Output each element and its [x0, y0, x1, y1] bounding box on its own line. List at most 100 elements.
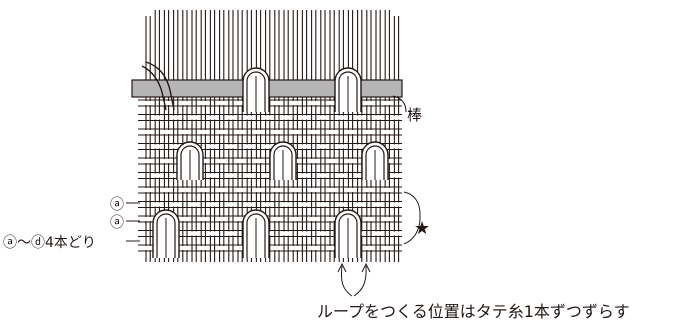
arrow-shaft	[353, 265, 367, 297]
weft-cover	[365, 130, 372, 134]
weft-cover	[338, 173, 345, 178]
weft-cover	[301, 202, 308, 207]
weft-cover	[292, 188, 299, 192]
weft-cover	[375, 231, 382, 236]
weft-cover	[393, 144, 400, 149]
weft-cover	[145, 159, 152, 163]
weft-cover	[301, 231, 308, 236]
weft-cover	[172, 202, 179, 207]
weft-cover	[273, 246, 280, 250]
weft-cover	[237, 159, 244, 163]
weft-cover	[145, 188, 152, 192]
weft-cover	[356, 115, 363, 120]
weft-cover	[172, 115, 179, 120]
weft-cover	[264, 144, 271, 149]
weft-cover	[172, 173, 179, 178]
star-mark: ★	[414, 218, 430, 239]
weft-cover	[227, 231, 234, 236]
weft-cover	[237, 246, 244, 250]
weft-cover	[209, 202, 216, 207]
weft-cover	[292, 130, 299, 134]
loop-inner	[338, 213, 358, 258]
weft-cover	[181, 188, 188, 192]
weft-cover	[310, 246, 317, 250]
weft-row	[138, 200, 402, 209]
weft-cover	[319, 173, 326, 178]
weft-cover	[163, 188, 170, 192]
weft-cover	[181, 246, 188, 250]
weft-cover	[356, 173, 363, 178]
weft-cover	[310, 101, 317, 105]
weft-cover	[347, 130, 354, 134]
weft-cover	[200, 101, 207, 105]
weft-cover	[237, 130, 244, 134]
weft-cover	[172, 144, 179, 149]
loop	[334, 67, 362, 112]
weft-cover	[181, 101, 188, 105]
weft-cover	[365, 188, 372, 192]
loop-inner	[246, 213, 266, 258]
weft-cover	[181, 130, 188, 134]
weft-cover	[301, 115, 308, 120]
weft-cover	[365, 246, 372, 250]
weft-cover	[384, 188, 391, 192]
weft-cover	[218, 246, 225, 250]
rod-pointer	[392, 95, 407, 113]
weft-cover	[218, 188, 225, 192]
loop-inner	[273, 145, 293, 180]
loops	[141, 61, 389, 258]
weft-cover	[209, 115, 216, 120]
yarn-a-label-2: ⓐ	[110, 215, 124, 231]
weft-cover	[246, 202, 253, 207]
weft-cover	[347, 188, 354, 192]
weft-cover	[319, 202, 326, 207]
weft-cover	[273, 130, 280, 134]
weft-cover	[283, 115, 290, 120]
yarn-a-to-d-label: ⓐ〜ⓓ4本どり	[3, 235, 96, 251]
weft-cover	[356, 202, 363, 207]
weft-cover	[218, 217, 225, 221]
weft-cover	[375, 202, 382, 207]
weft-cover	[347, 159, 354, 163]
weft-cover	[365, 217, 372, 221]
weft-cover	[329, 188, 336, 192]
weft-cover	[145, 130, 152, 134]
weft-cover	[273, 217, 280, 221]
loop	[334, 209, 362, 258]
weft-cover	[393, 173, 400, 178]
weft-cover	[255, 130, 262, 134]
loop-strand	[145, 61, 175, 111]
weft-cover	[310, 217, 317, 221]
weft-cover	[154, 115, 161, 120]
weft-cover	[329, 246, 336, 250]
weft-cover	[273, 188, 280, 192]
weft-cover	[163, 159, 170, 163]
weft-cover	[319, 231, 326, 236]
arrow-head	[337, 262, 347, 273]
weft-cover	[191, 115, 198, 120]
weft-row	[138, 113, 402, 122]
callouts	[126, 95, 421, 297]
weft-cover	[319, 144, 326, 149]
weft-cover	[218, 159, 225, 163]
weft-cover	[375, 115, 382, 120]
weft-cover	[338, 202, 345, 207]
yarn-a-label-1: ⓐ	[110, 197, 124, 213]
arrow-shaft	[340, 265, 353, 297]
weft-cover	[310, 188, 317, 192]
weft-cover	[273, 101, 280, 105]
weft-cover	[145, 246, 152, 250]
weft-cover	[310, 130, 317, 134]
weft-cover	[329, 159, 336, 163]
weft-row	[138, 186, 402, 194]
weft-cover	[218, 130, 225, 134]
weft-cover	[365, 101, 372, 105]
weft-cover	[393, 231, 400, 236]
weft-cover	[237, 217, 244, 221]
weft-cover	[227, 115, 234, 120]
weft-cover	[255, 159, 262, 163]
weft-cover	[154, 144, 161, 149]
weft-cover	[393, 115, 400, 120]
weft-cover	[145, 101, 152, 105]
